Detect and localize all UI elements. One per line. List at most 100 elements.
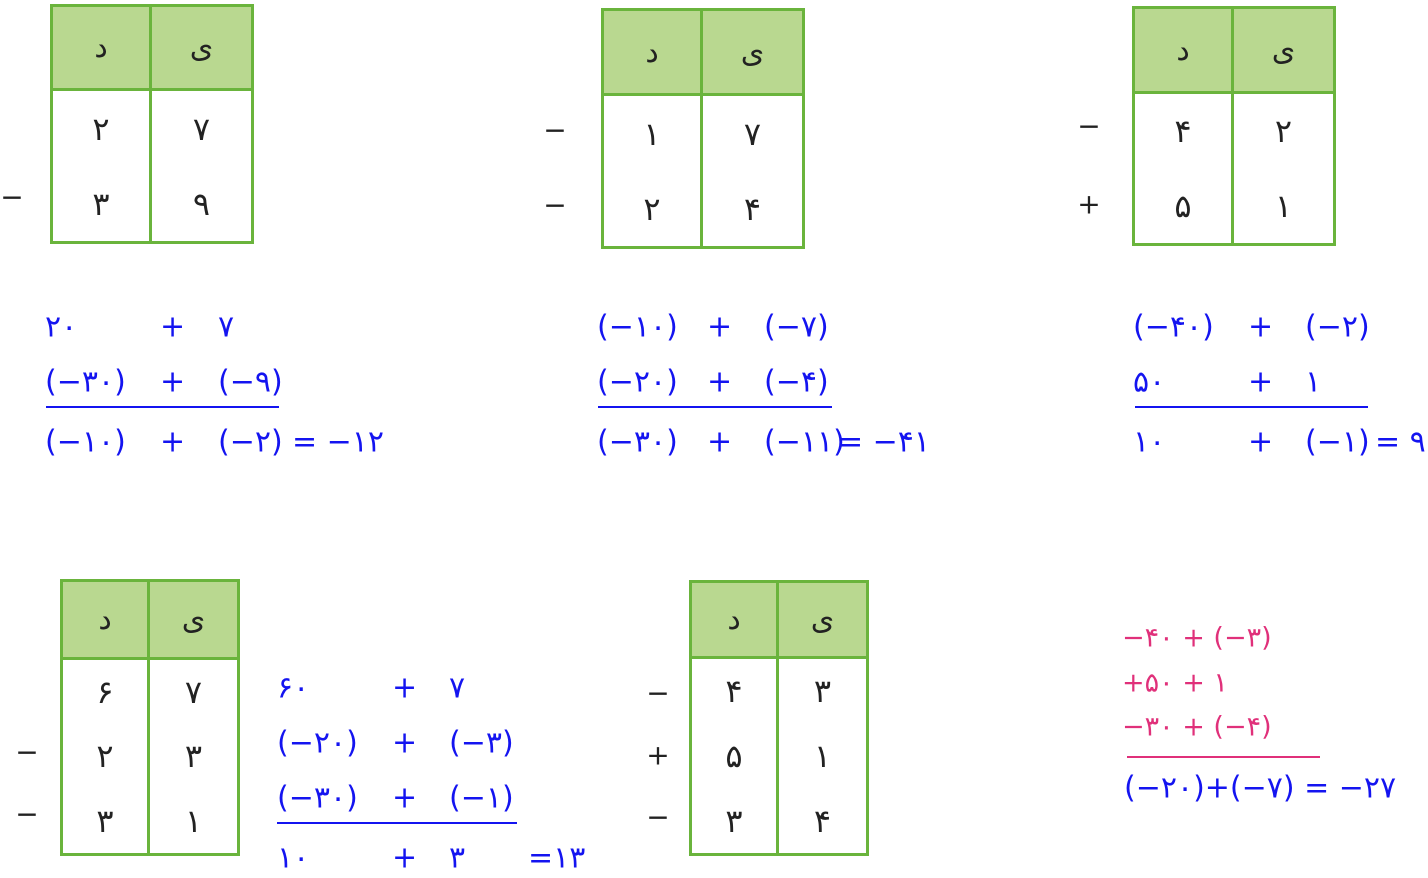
pink-sum-line bbox=[1127, 756, 1320, 758]
sum-line bbox=[46, 406, 279, 408]
header-ones: ی bbox=[703, 11, 802, 96]
sum-term: (−۱) bbox=[1305, 424, 1370, 460]
cell-ones: ۳ bbox=[184, 737, 203, 776]
sum-line bbox=[598, 406, 832, 408]
cell-ones: ۷ bbox=[743, 114, 762, 153]
plus-sign: + bbox=[160, 424, 186, 460]
plus-sign: + bbox=[707, 364, 733, 400]
cell-tens: ۲ bbox=[63, 724, 150, 789]
cell-ones: ۹ bbox=[192, 184, 211, 223]
pink-line: −۴۰ + (−۳) bbox=[1122, 622, 1272, 654]
cell-tens: ۵ bbox=[692, 723, 779, 789]
expansion-term: (−۹) bbox=[218, 364, 283, 400]
header-ones: ی bbox=[1234, 9, 1333, 94]
header-ones: ی bbox=[152, 7, 251, 91]
sum-term: (−۲) bbox=[218, 424, 283, 460]
cell-ones: ۲ bbox=[1274, 112, 1293, 151]
plus-sign: + bbox=[392, 840, 418, 876]
result: = ۹ bbox=[1375, 424, 1426, 460]
cell-tens: ۳ bbox=[692, 788, 779, 853]
plus-sign: + bbox=[392, 725, 418, 761]
row-sign: + bbox=[646, 738, 670, 772]
expansion-term: (−۳۰) bbox=[45, 364, 126, 400]
cell-ones: ۴ bbox=[743, 189, 762, 228]
cell-tens: ۴ bbox=[692, 659, 779, 724]
plus-sign: + bbox=[1248, 364, 1274, 400]
expansion-term: (−۲۰) bbox=[597, 364, 678, 400]
cell-ones: ۱ bbox=[813, 736, 832, 775]
expansion-term: (−۲) bbox=[1305, 309, 1370, 345]
cell-tens: ۵ bbox=[1135, 168, 1234, 243]
sum-term: (−۱۱) bbox=[764, 424, 845, 460]
cell-tens: ۶ bbox=[63, 660, 150, 725]
header-tens: د bbox=[63, 582, 150, 660]
sum-term: (−۳۰) bbox=[597, 424, 678, 460]
expansion-term: (−۱) bbox=[449, 780, 514, 816]
header-tens: د bbox=[1135, 9, 1234, 94]
expansion-term: ۷ bbox=[449, 670, 466, 706]
row-sign: − bbox=[0, 180, 24, 214]
header-ones: ی bbox=[150, 582, 237, 660]
sum-term: (−۱۰) bbox=[45, 424, 126, 460]
pink-line: −۳۰ + (−۴) bbox=[1122, 711, 1272, 743]
cell-tens: ۳ bbox=[53, 166, 152, 241]
plus-sign: + bbox=[1248, 424, 1274, 460]
plus-sign: + bbox=[1248, 309, 1274, 345]
result: = −۴۱ bbox=[838, 424, 931, 460]
expansion-term: (−۱۰) bbox=[597, 309, 678, 345]
plus-sign: + bbox=[392, 670, 418, 706]
expansion-term: (−۴۰) bbox=[1133, 309, 1214, 345]
expansion-term: (−۲۰) bbox=[277, 725, 358, 761]
expansion-term: (−۳) bbox=[449, 725, 514, 761]
plus-sign: + bbox=[160, 309, 186, 345]
expansion-term: ۷ bbox=[218, 309, 235, 345]
cell-tens: ۳ bbox=[63, 788, 150, 853]
cell-tens: ۲ bbox=[604, 171, 703, 246]
header-tens: د bbox=[692, 583, 779, 659]
cell-ones: ۱ bbox=[184, 801, 203, 840]
expansion-term: (−۷) bbox=[764, 309, 829, 345]
cell-ones: ۷ bbox=[184, 673, 203, 712]
row-sign: − bbox=[1077, 109, 1101, 143]
row-sign: + bbox=[1077, 187, 1101, 221]
cell-ones: ۱ bbox=[1274, 186, 1293, 225]
sum-term: ۱۰ bbox=[277, 840, 310, 876]
expansion-term: ۱ bbox=[1305, 364, 1322, 400]
pink-line: +۵۰ + ۱ bbox=[1122, 667, 1228, 699]
sum-line bbox=[277, 822, 517, 824]
row-sign: − bbox=[646, 676, 670, 710]
expansion-term: ۵۰ bbox=[1133, 364, 1166, 400]
row-sign: − bbox=[15, 735, 39, 769]
cell-ones: ۷ bbox=[192, 109, 211, 148]
sum-term: ۱۰ bbox=[1133, 424, 1166, 460]
expansion-term: ۲۰ bbox=[45, 309, 78, 345]
row-sign: − bbox=[15, 797, 39, 831]
plus-sign: + bbox=[707, 309, 733, 345]
plus-sign: + bbox=[707, 424, 733, 460]
cell-tens: ۲ bbox=[53, 91, 152, 166]
cell-ones: ۴ bbox=[813, 801, 832, 840]
result: =۱۳ bbox=[528, 840, 586, 876]
header-tens: د bbox=[604, 11, 703, 96]
expansion-term: (−۴) bbox=[764, 364, 829, 400]
expansion-term: (−۳۰) bbox=[277, 780, 358, 816]
row-sign: − bbox=[543, 188, 567, 222]
header-tens: د bbox=[53, 7, 152, 91]
pink-total: (−۲۰)+(−۷) = −۲۷ bbox=[1124, 770, 1397, 806]
sum-term: ۳ bbox=[449, 840, 466, 876]
result: = −۱۲ bbox=[292, 424, 385, 460]
cell-tens: ۴ bbox=[1135, 94, 1234, 169]
row-sign: − bbox=[543, 113, 567, 147]
expansion-term: ۶۰ bbox=[277, 670, 310, 706]
plus-sign: + bbox=[392, 780, 418, 816]
cell-tens: ۱ bbox=[604, 96, 703, 171]
plus-sign: + bbox=[160, 364, 186, 400]
header-ones: ی bbox=[779, 583, 866, 659]
row-sign: − bbox=[646, 800, 670, 834]
sum-line bbox=[1135, 406, 1368, 408]
